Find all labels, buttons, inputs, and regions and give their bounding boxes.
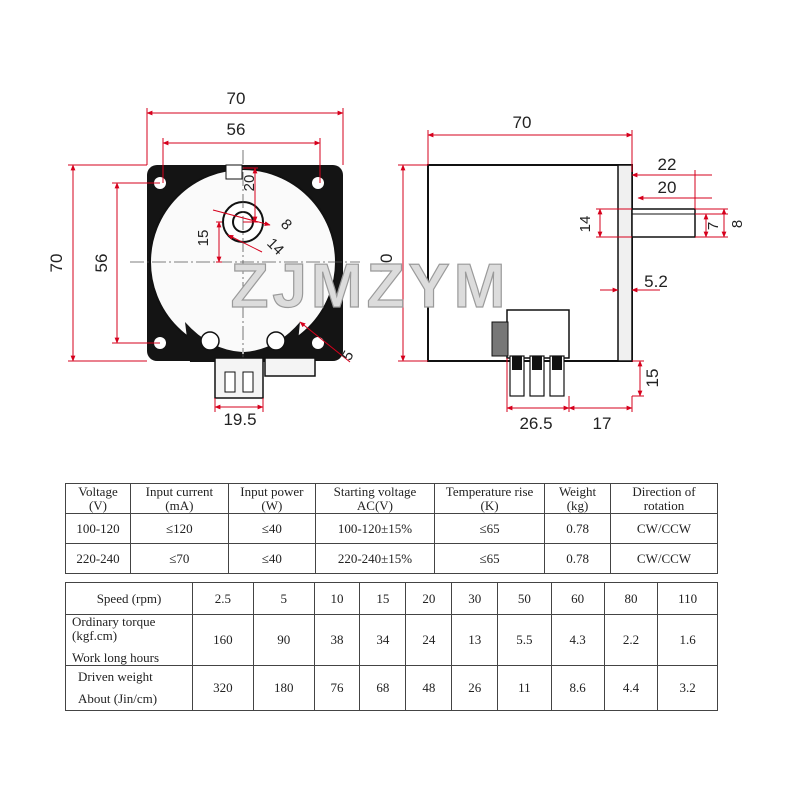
dim-terminal-height: 15 <box>643 369 662 388</box>
driven-weight-row: Driven weight About (Jin/cm) 320 180 76 … <box>65 665 718 711</box>
spec-cell: ≤120 <box>129 513 229 544</box>
speed-cell: 15 <box>359 582 407 615</box>
torque-cell: 38 <box>313 614 361 666</box>
torque-label: Ordinary torque (kgf.cm) Work long hours <box>65 614 193 666</box>
spec-row: 220-240 ≤70 ≤40 220-240±15% ≤65 0.78 CW/… <box>65 543 718 574</box>
spec-cell: ≤70 <box>129 543 229 574</box>
spec-row: 100-120 ≤120 ≤40 100-120±15% ≤65 0.78 CW… <box>65 513 718 544</box>
driven-weight-label: Driven weight About (Jin/cm) <box>65 665 193 711</box>
spec-header: Temperature rise (K) <box>433 483 546 514</box>
dim-front-width: 70 <box>227 89 246 108</box>
speed-row: Speed (rpm) 2.5 5 10 15 20 30 50 60 80 1… <box>65 582 718 615</box>
speed-cell: 30 <box>451 582 499 615</box>
torque-cell: 1.6 <box>657 614 718 666</box>
side-terminal-box <box>506 309 570 359</box>
side-shaft <box>631 208 696 238</box>
torque-cell: 4.3 <box>550 614 605 666</box>
torque-cell: 13 <box>451 614 499 666</box>
dim-shaft-offset-v: 15 <box>195 230 212 247</box>
spec-cell: 220-240 <box>65 543 131 574</box>
front-terminal-block <box>214 357 264 399</box>
driven-weight-cell: 320 <box>192 665 254 711</box>
spec-cell: 100-120 <box>65 513 131 544</box>
spec-cell: 0.78 <box>544 543 611 574</box>
spec-header: Voltage (V) <box>65 483 131 514</box>
spec-cell: ≤40 <box>227 513 316 544</box>
torque-cell: 34 <box>359 614 407 666</box>
dim-terminal-offset: 17 <box>593 414 612 433</box>
dim-side-height: 70 <box>377 254 396 273</box>
spec-header-row: Voltage (V) Input current (mA) Input pow… <box>65 483 718 514</box>
speed-cell: 110 <box>657 582 718 615</box>
spec-cell: CW/CCW <box>610 513 718 544</box>
spec-header: Starting voltage AC(V) <box>314 483 435 514</box>
spec-header: Input power (W) <box>227 483 316 514</box>
torque-cell: 5.5 <box>497 614 552 666</box>
dim-front-hole-spacing-v: 56 <box>92 254 111 273</box>
spec-header: Input current (mA) <box>129 483 229 514</box>
spec-header: Weight (kg) <box>544 483 611 514</box>
speed-cell: 80 <box>603 582 659 615</box>
dim-side-boss-dia: 14 <box>577 216 594 233</box>
dim-flange: 5.2 <box>644 272 668 291</box>
torque-cell: 2.2 <box>603 614 659 666</box>
speed-cell: 50 <box>497 582 552 615</box>
speed-label: Speed (rpm) <box>65 582 193 615</box>
spec-cell: ≤40 <box>227 543 316 574</box>
spec-cell: 0.78 <box>544 513 611 544</box>
dim-side-shaft-dia: 8 <box>729 220 746 228</box>
torque-cell: 24 <box>405 614 453 666</box>
torque-cell: 160 <box>192 614 254 666</box>
mounting-hole <box>312 337 324 349</box>
speed-cell: 5 <box>252 582 315 615</box>
dim-hole-dia: 5 <box>339 348 358 364</box>
dim-shaft-flat: 7 <box>705 222 722 230</box>
driven-weight-cell: 180 <box>252 665 315 711</box>
spec-cell: 100-120±15% <box>314 513 435 544</box>
dim-terminal-pos: 26.5 <box>519 414 552 433</box>
dim-front-hole-spacing-h: 56 <box>227 120 246 139</box>
spec-cell: CW/CCW <box>610 543 718 574</box>
dim-shaft-length: 20 <box>658 178 677 197</box>
mounting-hole <box>312 177 324 189</box>
driven-weight-cell: 76 <box>313 665 361 711</box>
spec-cell: 220-240±15% <box>314 543 435 574</box>
speed-cell: 60 <box>550 582 605 615</box>
speed-table: Speed (rpm) 2.5 5 10 15 20 30 50 60 80 1… <box>65 582 718 711</box>
spec-header: Direction of rotation <box>610 483 718 514</box>
front-dimensions <box>68 108 351 412</box>
driven-weight-cell: 48 <box>405 665 453 711</box>
spec-cell: ≤65 <box>433 543 546 574</box>
driven-weight-label-line: About (Jin/cm) <box>78 691 158 706</box>
side-flange <box>617 164 633 362</box>
spec-table: Voltage (V) Input current (mA) Input pow… <box>65 483 718 574</box>
speed-cell: 2.5 <box>192 582 254 615</box>
brand-watermark: ZJMZYM <box>231 252 510 321</box>
speed-cell: 10 <box>313 582 361 615</box>
dim-shaft-total: 22 <box>658 155 677 174</box>
torque-row: Ordinary torque (kgf.cm) Work long hours… <box>65 614 718 666</box>
speed-cell: 20 <box>405 582 453 615</box>
driven-weight-cell: 26 <box>451 665 499 711</box>
driven-weight-label-line: Driven weight <box>78 669 153 684</box>
front-view <box>130 150 360 399</box>
side-view <box>427 164 696 397</box>
driven-weight-cell: 11 <box>497 665 552 711</box>
dim-terminal-width: 19.5 <box>223 410 256 429</box>
torque-cell: 90 <box>252 614 315 666</box>
torque-label-line: Work long hours <box>72 650 160 665</box>
driven-weight-cell: 68 <box>359 665 407 711</box>
spec-cell: ≤65 <box>433 513 546 544</box>
motor-dimension-drawing: 70 56 70 56 20 15 8 14 5 19.5 <box>47 89 746 433</box>
dim-side-length: 70 <box>513 113 532 132</box>
side-dimensions <box>398 130 728 412</box>
driven-weight-cell: 3.2 <box>657 665 718 711</box>
driven-weight-cell: 4.4 <box>603 665 659 711</box>
torque-label-line: Ordinary torque (kgf.cm) <box>72 614 156 643</box>
driven-weight-cell: 8.6 <box>550 665 605 711</box>
dim-front-height: 70 <box>47 254 66 273</box>
dim-shaft-offset: 20 <box>241 175 258 192</box>
